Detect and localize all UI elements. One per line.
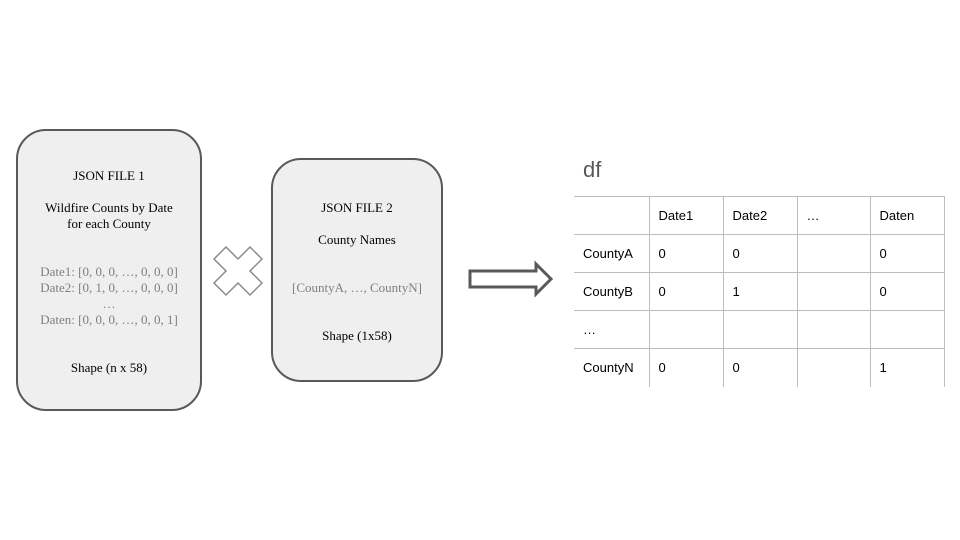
table-header-row: Date1 Date2 … Daten <box>574 196 945 235</box>
table-cell <box>796 310 871 349</box>
json-file-1-row-2: Date2: [0, 1, 0, …, 0, 0, 0] <box>40 280 178 295</box>
json-file-1-title: JSON FILE 1 <box>73 168 145 183</box>
table-cell <box>648 310 724 349</box>
json-file-1-row-n: Daten: [0, 0, 0, …, 0, 0, 1] <box>40 312 178 327</box>
header-cell: Daten <box>869 196 945 235</box>
json-file-1-row-ellipsis: … <box>102 296 116 311</box>
json-file-2-title: JSON FILE 2 <box>321 200 393 215</box>
table-cell <box>796 348 871 387</box>
row-label-cell: CountyA <box>574 234 650 273</box>
json-file-2-box: JSON FILE 2 County Names [CountyA, …, Co… <box>271 158 443 382</box>
table-cell: 0 <box>648 348 724 387</box>
table-cell <box>796 234 871 273</box>
df-label: df <box>583 157 602 182</box>
json-file-1-box: JSON FILE 1 Wildfire Counts by Date for … <box>16 129 202 411</box>
table-cell <box>796 272 871 311</box>
row-label-cell: CountyB <box>574 272 650 311</box>
header-cell: Date1 <box>648 196 724 235</box>
table-row: … <box>574 310 945 349</box>
table-cell: 0 <box>648 272 724 311</box>
json-file-2-list: [CountyA, …, CountyN] <box>292 280 422 295</box>
json-file-2-shape: Shape (1x58) <box>322 328 392 343</box>
table-row: CountyB 0 1 0 <box>574 272 945 311</box>
json-file-1-row-1: Date1: [0, 0, 0, …, 0, 0, 0] <box>40 264 178 279</box>
right-arrow-icon <box>468 260 554 298</box>
header-cell <box>574 196 650 235</box>
table-cell: 1 <box>722 272 798 311</box>
json-file-1-desc-line1: Wildfire Counts by Date <box>45 200 173 215</box>
json-file-1-shape: Shape (n x 58) <box>70 360 148 375</box>
table-cell: 0 <box>648 234 724 273</box>
table-cell <box>722 310 798 349</box>
header-cell: … <box>796 196 871 235</box>
header-cell: Date2 <box>722 196 798 235</box>
json-file-1-desc-line2: for each County <box>67 216 151 231</box>
cross-multiply-icon <box>212 245 264 297</box>
table-cell: 0 <box>722 348 798 387</box>
table-cell: 1 <box>869 348 945 387</box>
table-row: CountyA 0 0 0 <box>574 234 945 273</box>
table-row: CountyN 0 0 1 <box>574 348 945 387</box>
row-label-cell: … <box>574 310 650 349</box>
table-cell <box>869 310 945 349</box>
json-file-2-desc: County Names <box>318 232 396 247</box>
table-cell: 0 <box>722 234 798 273</box>
row-label-cell: CountyN <box>574 348 650 387</box>
table-cell: 0 <box>869 234 945 273</box>
table-cell: 0 <box>869 272 945 311</box>
df-table: Date1 Date2 … Daten CountyA 0 0 0 County… <box>574 196 945 387</box>
